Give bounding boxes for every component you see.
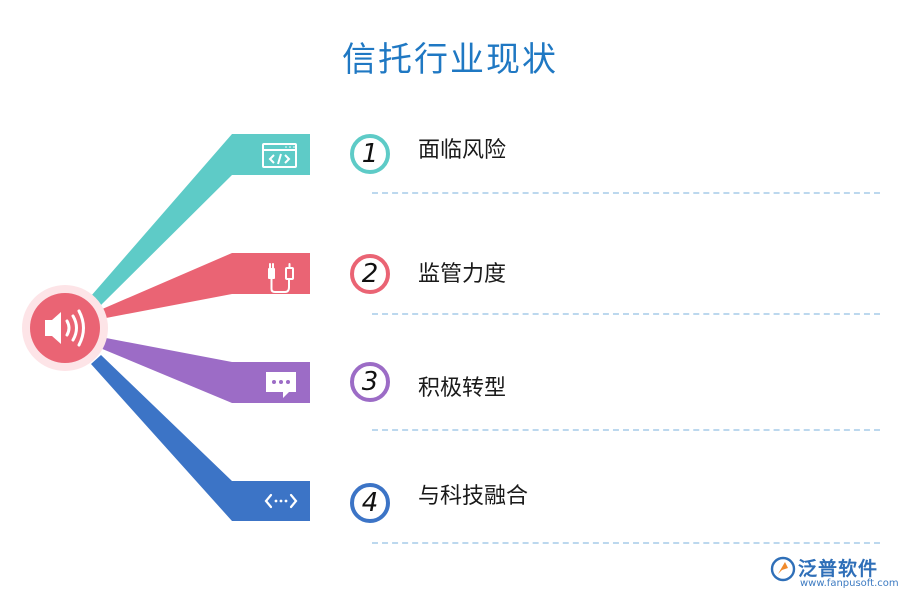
item-number-2: 2 — [350, 254, 390, 294]
page-title: 信托行业现状 — [342, 40, 558, 80]
chat-bubble-icon — [266, 372, 296, 398]
item-label-3: 积极转型 — [418, 376, 507, 401]
cable-icon — [268, 263, 294, 293]
item-number-3: 3 — [350, 362, 390, 402]
item-divider-4 — [372, 542, 880, 544]
item-label-1: 面临风险 — [418, 138, 507, 163]
brand-logo: 泛普软件 www.fanpusoft.com — [770, 554, 899, 594]
item-number-1: 1 — [350, 134, 390, 174]
item-label-4: 与科技融合 — [418, 484, 529, 509]
item-divider-2 — [372, 313, 880, 315]
speaker-icon — [45, 309, 85, 347]
brand-name: 泛普软件 — [798, 558, 879, 580]
ribbon-1 — [91, 134, 310, 305]
network-arrows-icon — [264, 493, 298, 509]
ribbon-4 — [91, 355, 310, 521]
item-number-4: 4 — [350, 483, 390, 523]
ribbon-2 — [100, 253, 310, 318]
hub-circle — [30, 293, 100, 363]
ribbon-3 — [100, 338, 310, 403]
brand-mark-icon — [770, 556, 796, 582]
item-divider-1 — [372, 192, 880, 194]
code-window-icon — [262, 143, 297, 168]
item-divider-3 — [372, 429, 880, 431]
brand-url: www.fanpusoft.com — [800, 578, 899, 589]
item-label-2: 监管力度 — [418, 262, 507, 287]
